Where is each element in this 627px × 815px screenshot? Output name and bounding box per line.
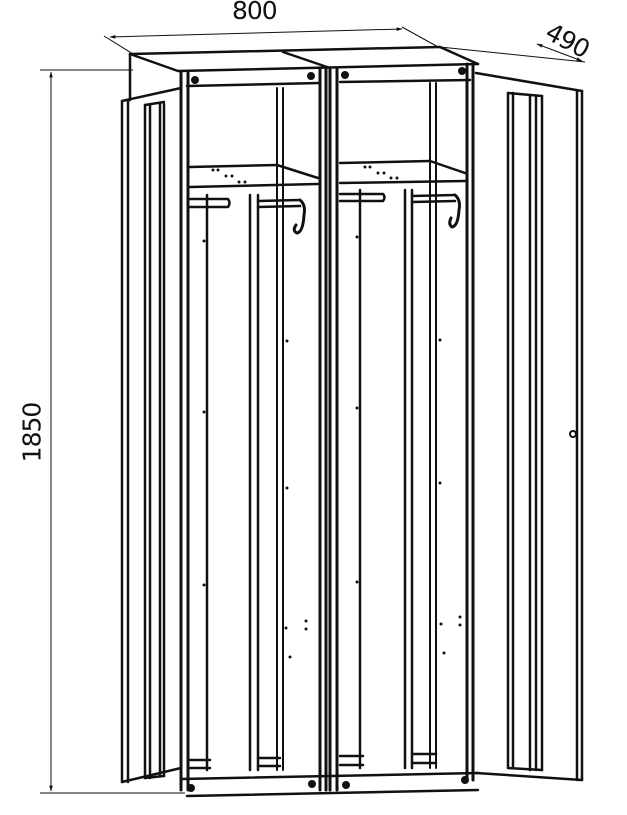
locker-body xyxy=(120,45,584,798)
shelves xyxy=(188,159,467,189)
bottom-frame xyxy=(179,752,480,798)
top-panel xyxy=(128,45,480,102)
front-frame xyxy=(179,62,475,792)
door-lock-icon xyxy=(569,430,577,438)
hanger-rails xyxy=(188,192,457,209)
height-dimension-label: 1850 xyxy=(17,402,47,463)
left-door xyxy=(120,86,183,784)
shelf-holes xyxy=(211,165,399,184)
right-door xyxy=(474,71,584,782)
adjustable-feet xyxy=(187,67,469,792)
width-dimension-label: 800 xyxy=(232,0,278,25)
mounting-holes xyxy=(202,235,462,659)
side-panels xyxy=(205,188,414,772)
coat-hooks xyxy=(292,193,461,235)
dimension-lines xyxy=(40,26,586,794)
